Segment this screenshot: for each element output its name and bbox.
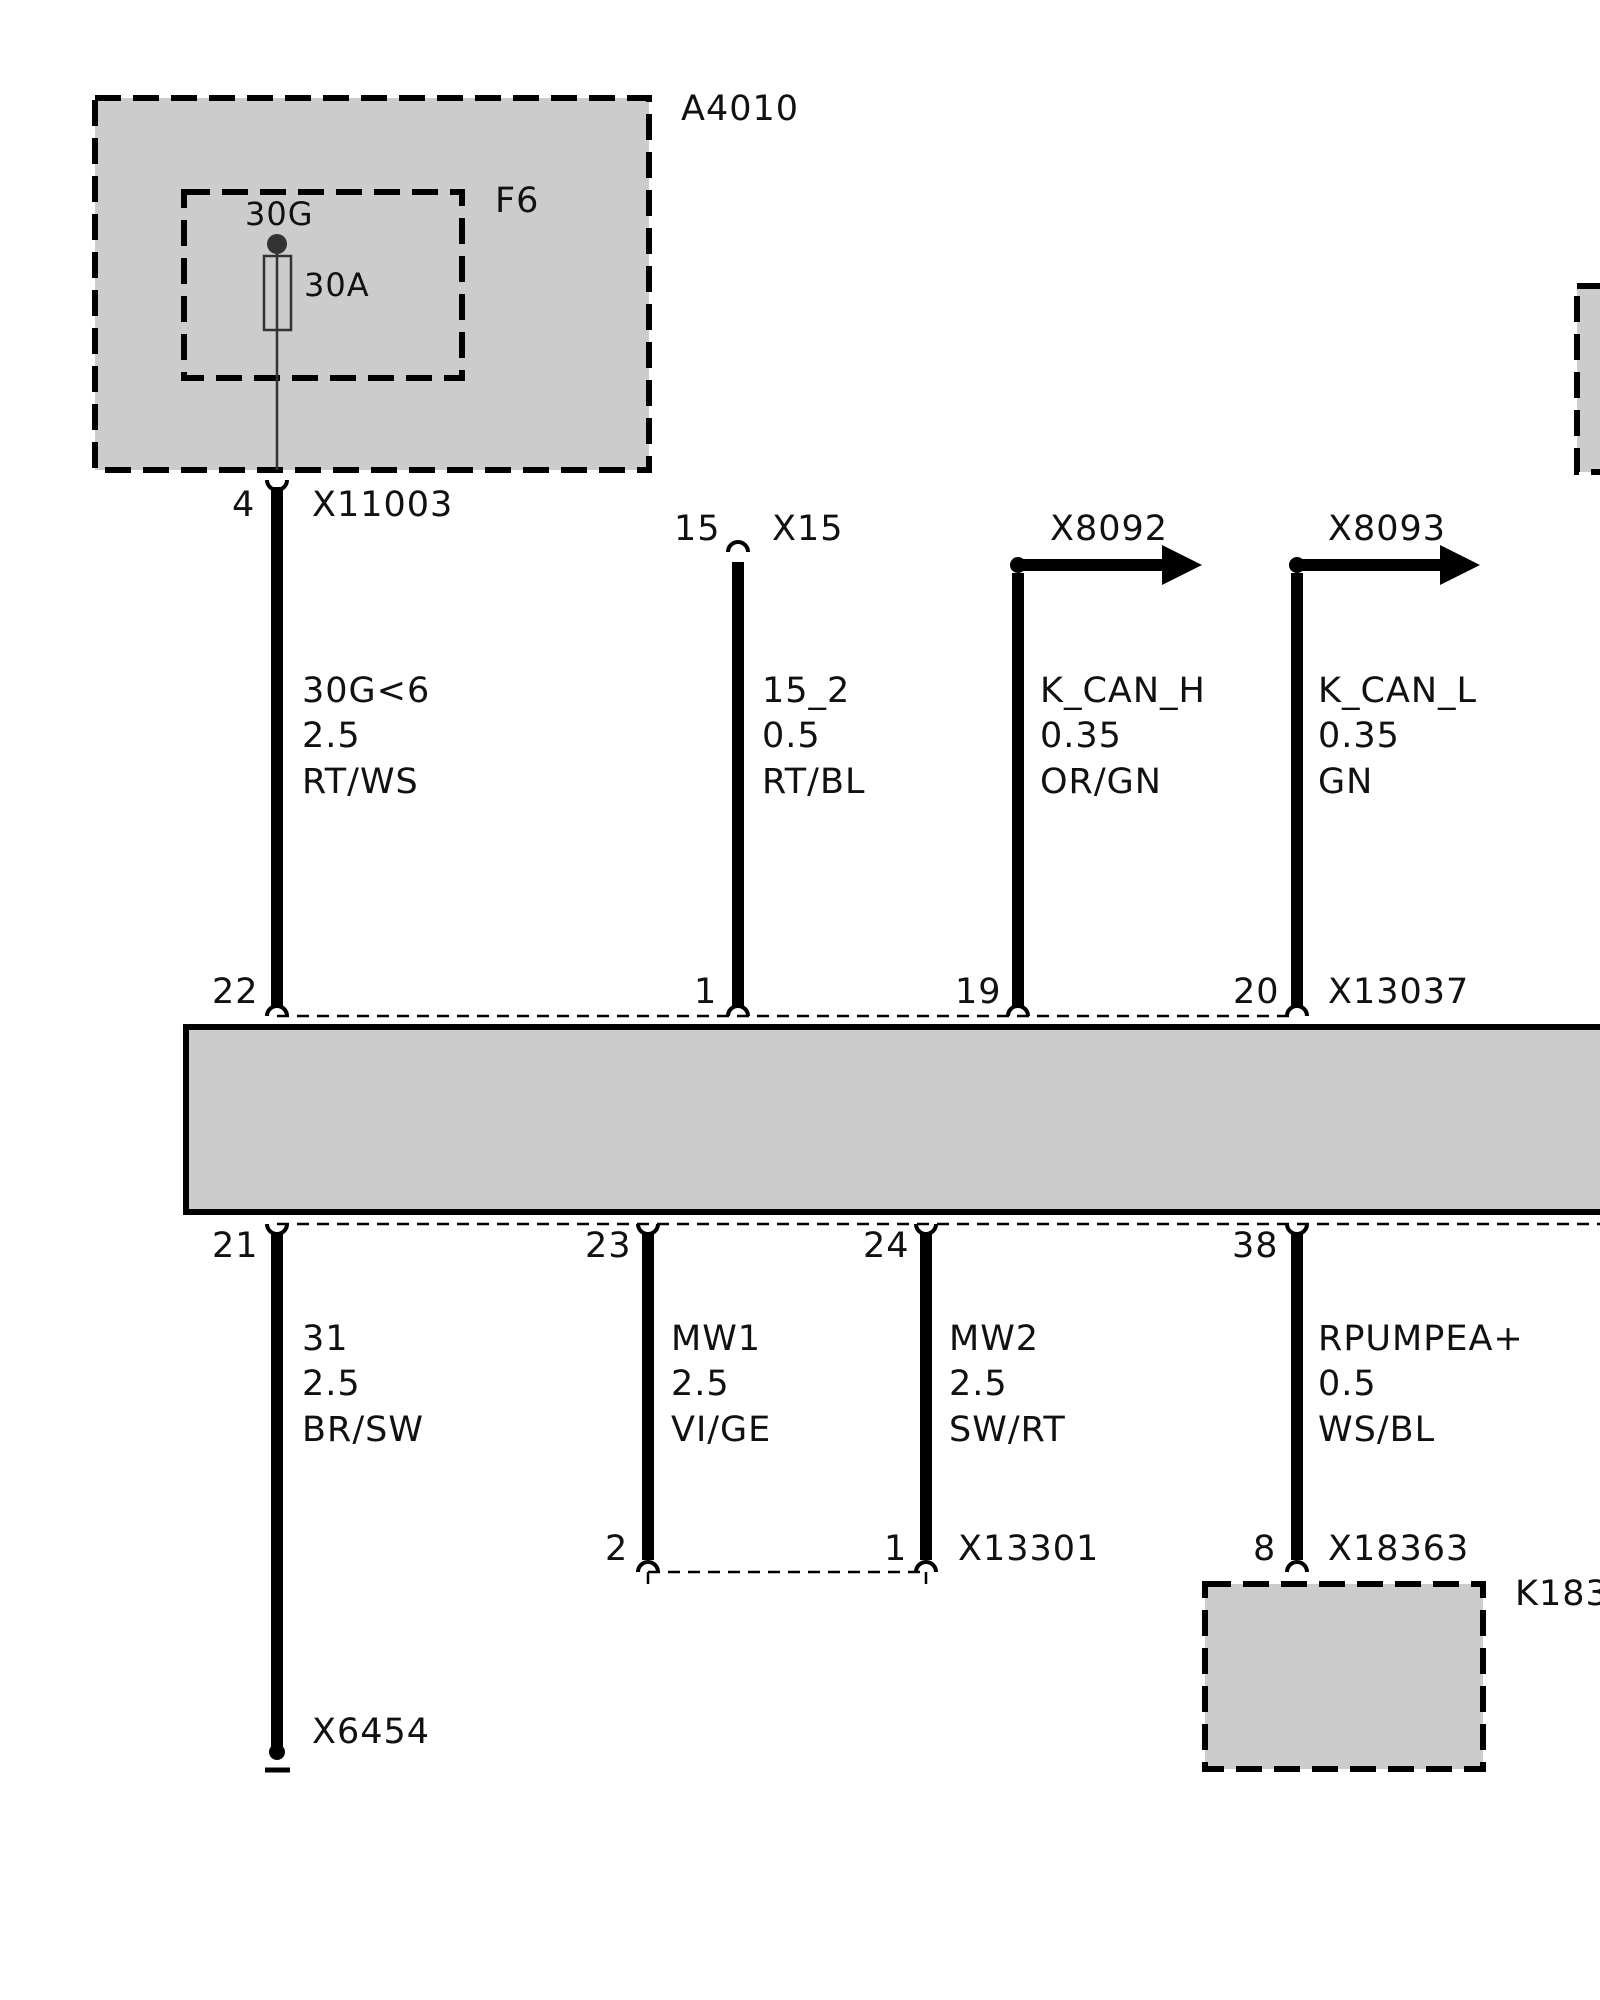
wire-gauge: 2.5 xyxy=(949,1364,1008,1404)
wire-color: OR/GN xyxy=(1040,762,1162,802)
wire-rpumpea: RPUMPEA+ 0.5 WS/BL xyxy=(1291,1232,1524,1560)
wire-color: GN xyxy=(1318,762,1373,802)
wire-color: WS/BL xyxy=(1318,1410,1435,1450)
wire-color: RT/BL xyxy=(762,762,865,802)
wire-gauge: 2.5 xyxy=(302,716,361,756)
wire-gauge: 0.5 xyxy=(762,716,821,756)
connector-x15-socket xyxy=(726,540,750,553)
wire-k-can-h: K_CAN_H 0.35 OR/GN xyxy=(1012,573,1206,1006)
pin-socket xyxy=(726,1004,750,1017)
connector-x6454-label: X6454 xyxy=(312,1712,430,1752)
component-k183-label: K183 xyxy=(1515,1574,1600,1614)
connector-x18363: 8 X18363 xyxy=(1253,1529,1469,1573)
wire-signal: 30G<6 xyxy=(302,671,430,711)
pin-socket xyxy=(1285,1004,1309,1017)
connector-x6454: X6454 xyxy=(265,1712,430,1773)
connector-x8092: X8092 xyxy=(1010,509,1202,585)
pin-number: 2 xyxy=(605,1529,628,1569)
pin-number: 20 xyxy=(1233,972,1280,1012)
wire-k-can-l: K_CAN_L 0.35 GN xyxy=(1291,573,1477,1006)
connector-x11003-label: X11003 xyxy=(312,485,453,525)
pin-socket xyxy=(636,1560,660,1573)
wire-gauge: 2.5 xyxy=(671,1364,730,1404)
ground-point-dot xyxy=(269,1744,285,1760)
wire-signal: RPUMPEA+ xyxy=(1318,1319,1524,1359)
wire-signal: K_CAN_L xyxy=(1318,671,1477,711)
pin-socket xyxy=(265,1004,289,1017)
connector-x8093-label: X8093 xyxy=(1328,509,1446,549)
pin-number: 1 xyxy=(694,972,717,1012)
connector-x13037-label: X13037 xyxy=(1328,972,1469,1012)
connector-x18363-pin: 8 xyxy=(1253,1529,1276,1569)
wire-color: VI/GE xyxy=(671,1410,771,1450)
connector-x15: 15 X15 xyxy=(674,509,844,553)
wire-gauge: 0.35 xyxy=(1318,716,1400,756)
connector-x11003-pin: 4 xyxy=(232,485,255,525)
fuse-f6-box xyxy=(181,189,465,381)
wire-mw2: MW2 2.5 SW/RT xyxy=(920,1232,1066,1560)
pin-number: 38 xyxy=(1232,1226,1279,1266)
wire-30g: 30G<6 2.5 RT/WS xyxy=(271,487,430,1006)
connector-x18363-label: X18363 xyxy=(1328,1529,1469,1569)
connector-x8093: X8093 xyxy=(1289,509,1480,585)
module-a4010: A4010 F6 30G 30A xyxy=(92,89,799,473)
arrow-right-icon xyxy=(1440,545,1480,585)
pin-number: 24 xyxy=(863,1226,910,1266)
wire-color: BR/SW xyxy=(302,1410,424,1450)
component-k183: K183 xyxy=(1202,1574,1600,1772)
partial-module-right xyxy=(1574,283,1600,475)
connector-x15-pin: 15 xyxy=(674,509,721,549)
pin-number: 1 xyxy=(884,1529,907,1569)
connector-x8092-label: X8092 xyxy=(1050,509,1168,549)
wire-15-2: 15_2 0.5 RT/BL xyxy=(732,562,865,1006)
wire-gauge: 0.35 xyxy=(1040,716,1122,756)
connector-x13037: 22 1 19 20 X13037 xyxy=(212,972,1469,1018)
wire-color: SW/RT xyxy=(949,1410,1066,1450)
pin-socket xyxy=(914,1560,938,1573)
component-k183-box xyxy=(1202,1581,1486,1772)
pin-number: 21 xyxy=(212,1226,259,1266)
pin-socket xyxy=(1006,1004,1030,1017)
connector-x15-label: X15 xyxy=(772,509,844,549)
wire-gauge: 2.5 xyxy=(302,1364,361,1404)
wire-signal: MW1 xyxy=(671,1319,761,1359)
arrow-right-icon xyxy=(1162,545,1202,585)
connector-x13301: 2 1 X13301 xyxy=(605,1529,1099,1585)
wire-mw1: MW1 2.5 VI/GE xyxy=(642,1232,771,1560)
fuse-f6: F6 30G 30A xyxy=(181,181,539,470)
module-a4010-box xyxy=(92,95,652,473)
wire-signal: MW2 xyxy=(949,1319,1039,1359)
fuse-rating-label: 30A xyxy=(304,266,370,304)
module-a4010-label: A4010 xyxy=(681,89,799,129)
pin-number: 22 xyxy=(212,972,259,1012)
lower-pin-row: 21 23 24 38 xyxy=(212,1222,1600,1266)
wire-signal: 15_2 xyxy=(762,671,850,711)
pin-socket xyxy=(1285,1560,1309,1573)
wire-signal: K_CAN_H xyxy=(1040,671,1206,711)
wire-signal: 31 xyxy=(302,1319,349,1359)
control-unit-box xyxy=(183,1024,1600,1215)
connector-x11003: 4 X11003 xyxy=(232,479,453,525)
wire-31: 31 2.5 BR/SW xyxy=(271,1232,424,1750)
fuse-terminal-label: 30G xyxy=(245,195,314,233)
connector-x13301-label: X13301 xyxy=(958,1529,1099,1569)
wire-gauge: 0.5 xyxy=(1318,1364,1377,1404)
pin-number: 19 xyxy=(955,972,1002,1012)
wire-color: RT/WS xyxy=(302,762,419,802)
fuse-f6-label: F6 xyxy=(495,181,539,221)
pin-number: 23 xyxy=(585,1226,632,1266)
